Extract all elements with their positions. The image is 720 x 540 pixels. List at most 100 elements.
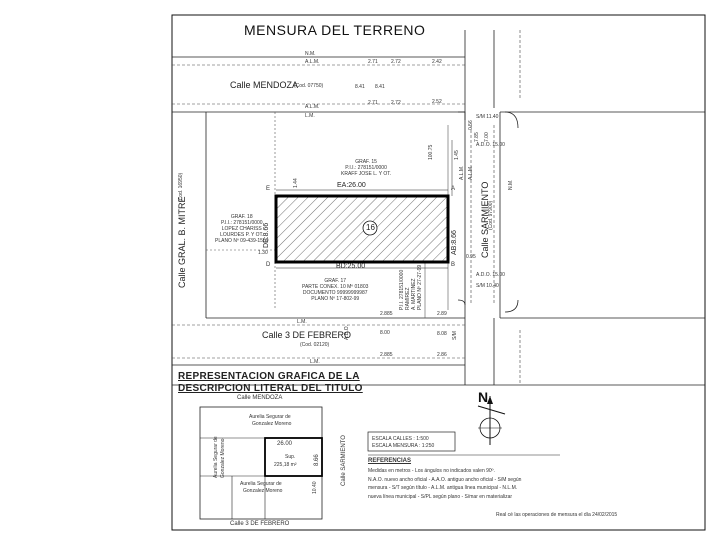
- lot-corner-a: A: [451, 186, 456, 192]
- street-top-label: Calle MENDOZA: [230, 80, 299, 90]
- neighbor-north-line: P.I.I.: 278151/0000: [345, 165, 387, 171]
- neighbor-north-line: GRAF. 15: [355, 159, 377, 165]
- mini-south-owner-1: Aurelia Segurar de: [240, 481, 282, 487]
- neighbor-west: GRAF. 18 P.I.I.: 278151/0000 LOPEZ CHARI…: [215, 214, 269, 244]
- mark-lm-bottom: L.M.: [297, 319, 307, 325]
- lot-corner-e: E: [266, 186, 271, 192]
- lot-number: 16: [366, 223, 375, 232]
- mini-north-owner-2: Gonzalez Moreno: [252, 421, 292, 427]
- dim-bot-2: 2.89: [437, 311, 447, 317]
- dim-bot-ado: A.D.O. 15.00: [476, 272, 505, 278]
- street-right-code: (Cod. 97900): [488, 200, 494, 230]
- mini-west-owner-2: Gonzalez Moreno: [220, 438, 226, 478]
- lot-number-circle: [362, 220, 378, 236]
- dim-side-1: 100.75: [428, 144, 434, 160]
- neighbor-east-line: PLANO Nº 27-27-99: [417, 264, 423, 310]
- neighbor-north-line: KRAFF JOSE L. Y OT.: [341, 171, 392, 177]
- dim-side-4: 1.45: [454, 150, 460, 160]
- footer-note: Real cé las operaciones de mensura el dí…: [496, 512, 618, 518]
- dim-right-w3: 0.56: [468, 120, 474, 130]
- mini-right-dim: 10.40: [312, 481, 318, 494]
- dim-top-2: 2.72: [391, 59, 401, 65]
- street-bottom-code: (Cod. 02120): [300, 342, 330, 348]
- corner-chamfer: [458, 111, 466, 120]
- street-bottom-label: Calle 3 DE FEBRERO: [262, 330, 352, 340]
- neighbor-west-line: LOURDES P. Y OT.: [220, 232, 264, 238]
- mini-depth: 8.66: [314, 454, 320, 466]
- mark-lm-bottom-2: L.M.: [310, 359, 320, 365]
- neighbor-south-line: PLANO Nº 17-802-99: [311, 296, 360, 302]
- neighbor-east: P.I.I. 278151/0000 RAMIREZ A. MARTINEZ P…: [399, 265, 423, 310]
- scale-box: [367, 431, 456, 452]
- references-list: Medidas en metros - Los ángulos no indic…: [368, 467, 521, 501]
- mini-area: 225,18 m²: [274, 462, 297, 468]
- mark-alm-v2: A.L.M.: [468, 165, 474, 180]
- corner-chamfer: [504, 299, 519, 313]
- lot-dim-ea: EA:26.00: [337, 182, 366, 189]
- mini-south-owner-2: Gonzalez Moreno: [243, 488, 283, 494]
- dim-top-ado: A.D.O. 15.00: [476, 142, 505, 148]
- mini-lot: [264, 437, 323, 477]
- corner-chamfer: [457, 299, 466, 306]
- sheet-frame: [171, 14, 706, 531]
- mark-alm-v: A.L.M.: [459, 165, 465, 180]
- neighbor-south: GRAF. 17 PARTE CONEX. 10 Mº 01803 DOCUME…: [302, 278, 368, 302]
- dim-top-1: 2.71: [368, 59, 378, 65]
- mark-alm: A.L.M.: [305, 59, 320, 65]
- dim-bot-3: 8.00: [380, 330, 390, 336]
- mark-nm: N.M.: [305, 51, 316, 57]
- mark-alm-2: A.L.M.: [305, 104, 320, 110]
- reference-line: nueva línea municipal - S/PL según plano…: [368, 493, 513, 500]
- section-title-1: REPRESENTACION GRAFICA DE LA: [178, 371, 360, 382]
- mark-ado-bottom: A.D.O.: [344, 324, 350, 340]
- reference-line: N.A.O. nuevo ancho oficial - A.A.O. anti…: [368, 476, 522, 483]
- reference-line: Medidas en metros - Los ángulos no indic…: [368, 468, 495, 474]
- neighbor-south-line: PARTE CONEX. 10 Mº 01803: [302, 284, 369, 290]
- neighbor-west-line: GRAF. 18: [230, 214, 253, 220]
- section-title-2: DESCRIPCION LITERAL DEL TITULO: [178, 383, 363, 394]
- north-label: N: [478, 389, 489, 405]
- corner-chamfer: [504, 111, 519, 129]
- neighbor-north: GRAF. 15 P.I.I.: 278151/0000 KRAFF JOSE …: [341, 159, 391, 177]
- dim-top-3: 2.42: [432, 59, 442, 65]
- dim-top-5: 2.72: [391, 100, 401, 106]
- dim-bot-sm: S/M 10.40: [476, 283, 499, 289]
- neighbor-west-line: P.I.I.: 278151/0000: [220, 220, 263, 226]
- dim-side-3: 1.44: [293, 178, 299, 188]
- dim-side-2: 1.30: [258, 250, 268, 256]
- dim-bot-1: 2.885: [380, 311, 393, 317]
- mini-bottom-street: Calle 3 DE FEBRERO: [230, 521, 290, 527]
- dim-bot-5: 2.885: [380, 352, 393, 358]
- dim-bot-6: 2.86: [437, 352, 447, 358]
- mini-sup-label: Sup.: [285, 454, 296, 460]
- dim-side-5: 0.95: [466, 254, 476, 260]
- mark-sm-bottom: S/M: [452, 331, 458, 340]
- dim-bot-4: 8.08: [437, 331, 447, 337]
- references-title: REFERENCIAS: [368, 458, 412, 464]
- street-left-code: (Cod. 16950): [178, 172, 184, 202]
- reference-line: mensura - S/T según título - A.L.M. anti…: [368, 485, 518, 491]
- north-arrow: [477, 396, 506, 445]
- dim-right-w1: 7.85: [474, 132, 480, 142]
- scale-streets: ESCALA CALLES : 1:500: [372, 436, 429, 442]
- mark-lm: L.M.: [305, 113, 315, 119]
- lot-corner-d: D: [266, 262, 271, 268]
- lot-dim-bd: BD:25.00: [336, 263, 366, 270]
- dim-top-w1: 8.41: [355, 84, 365, 90]
- neighbor-south-line: GRAF. 17: [324, 278, 347, 284]
- neighbor-west-line: PLANO Nº 09-439-1559: [215, 238, 269, 244]
- scale-survey: ESCALA MENSURA : 1:250: [372, 443, 435, 449]
- mini-width: 26.00: [277, 441, 293, 447]
- street-left-label: Calle GRAL. B. MITRE: [177, 196, 187, 288]
- dim-top-sm: S/M 11.40: [476, 114, 499, 120]
- neighbor-west-line: LOPEZ CHARISS: [221, 226, 262, 232]
- mini-right-street: Calle SARMIENTO: [341, 435, 347, 486]
- lot-dim-ab: AB:8.66: [451, 230, 458, 255]
- lot-corner-b: B: [451, 262, 456, 268]
- street-top-code: (Cod. 07750): [294, 83, 324, 89]
- mini-north-owner-1: Aurelia Segurar de: [249, 414, 291, 420]
- neighbor-south-line: DOCUMENTO 99999999987: [302, 290, 368, 296]
- dim-top-w2: 8.41: [375, 84, 385, 90]
